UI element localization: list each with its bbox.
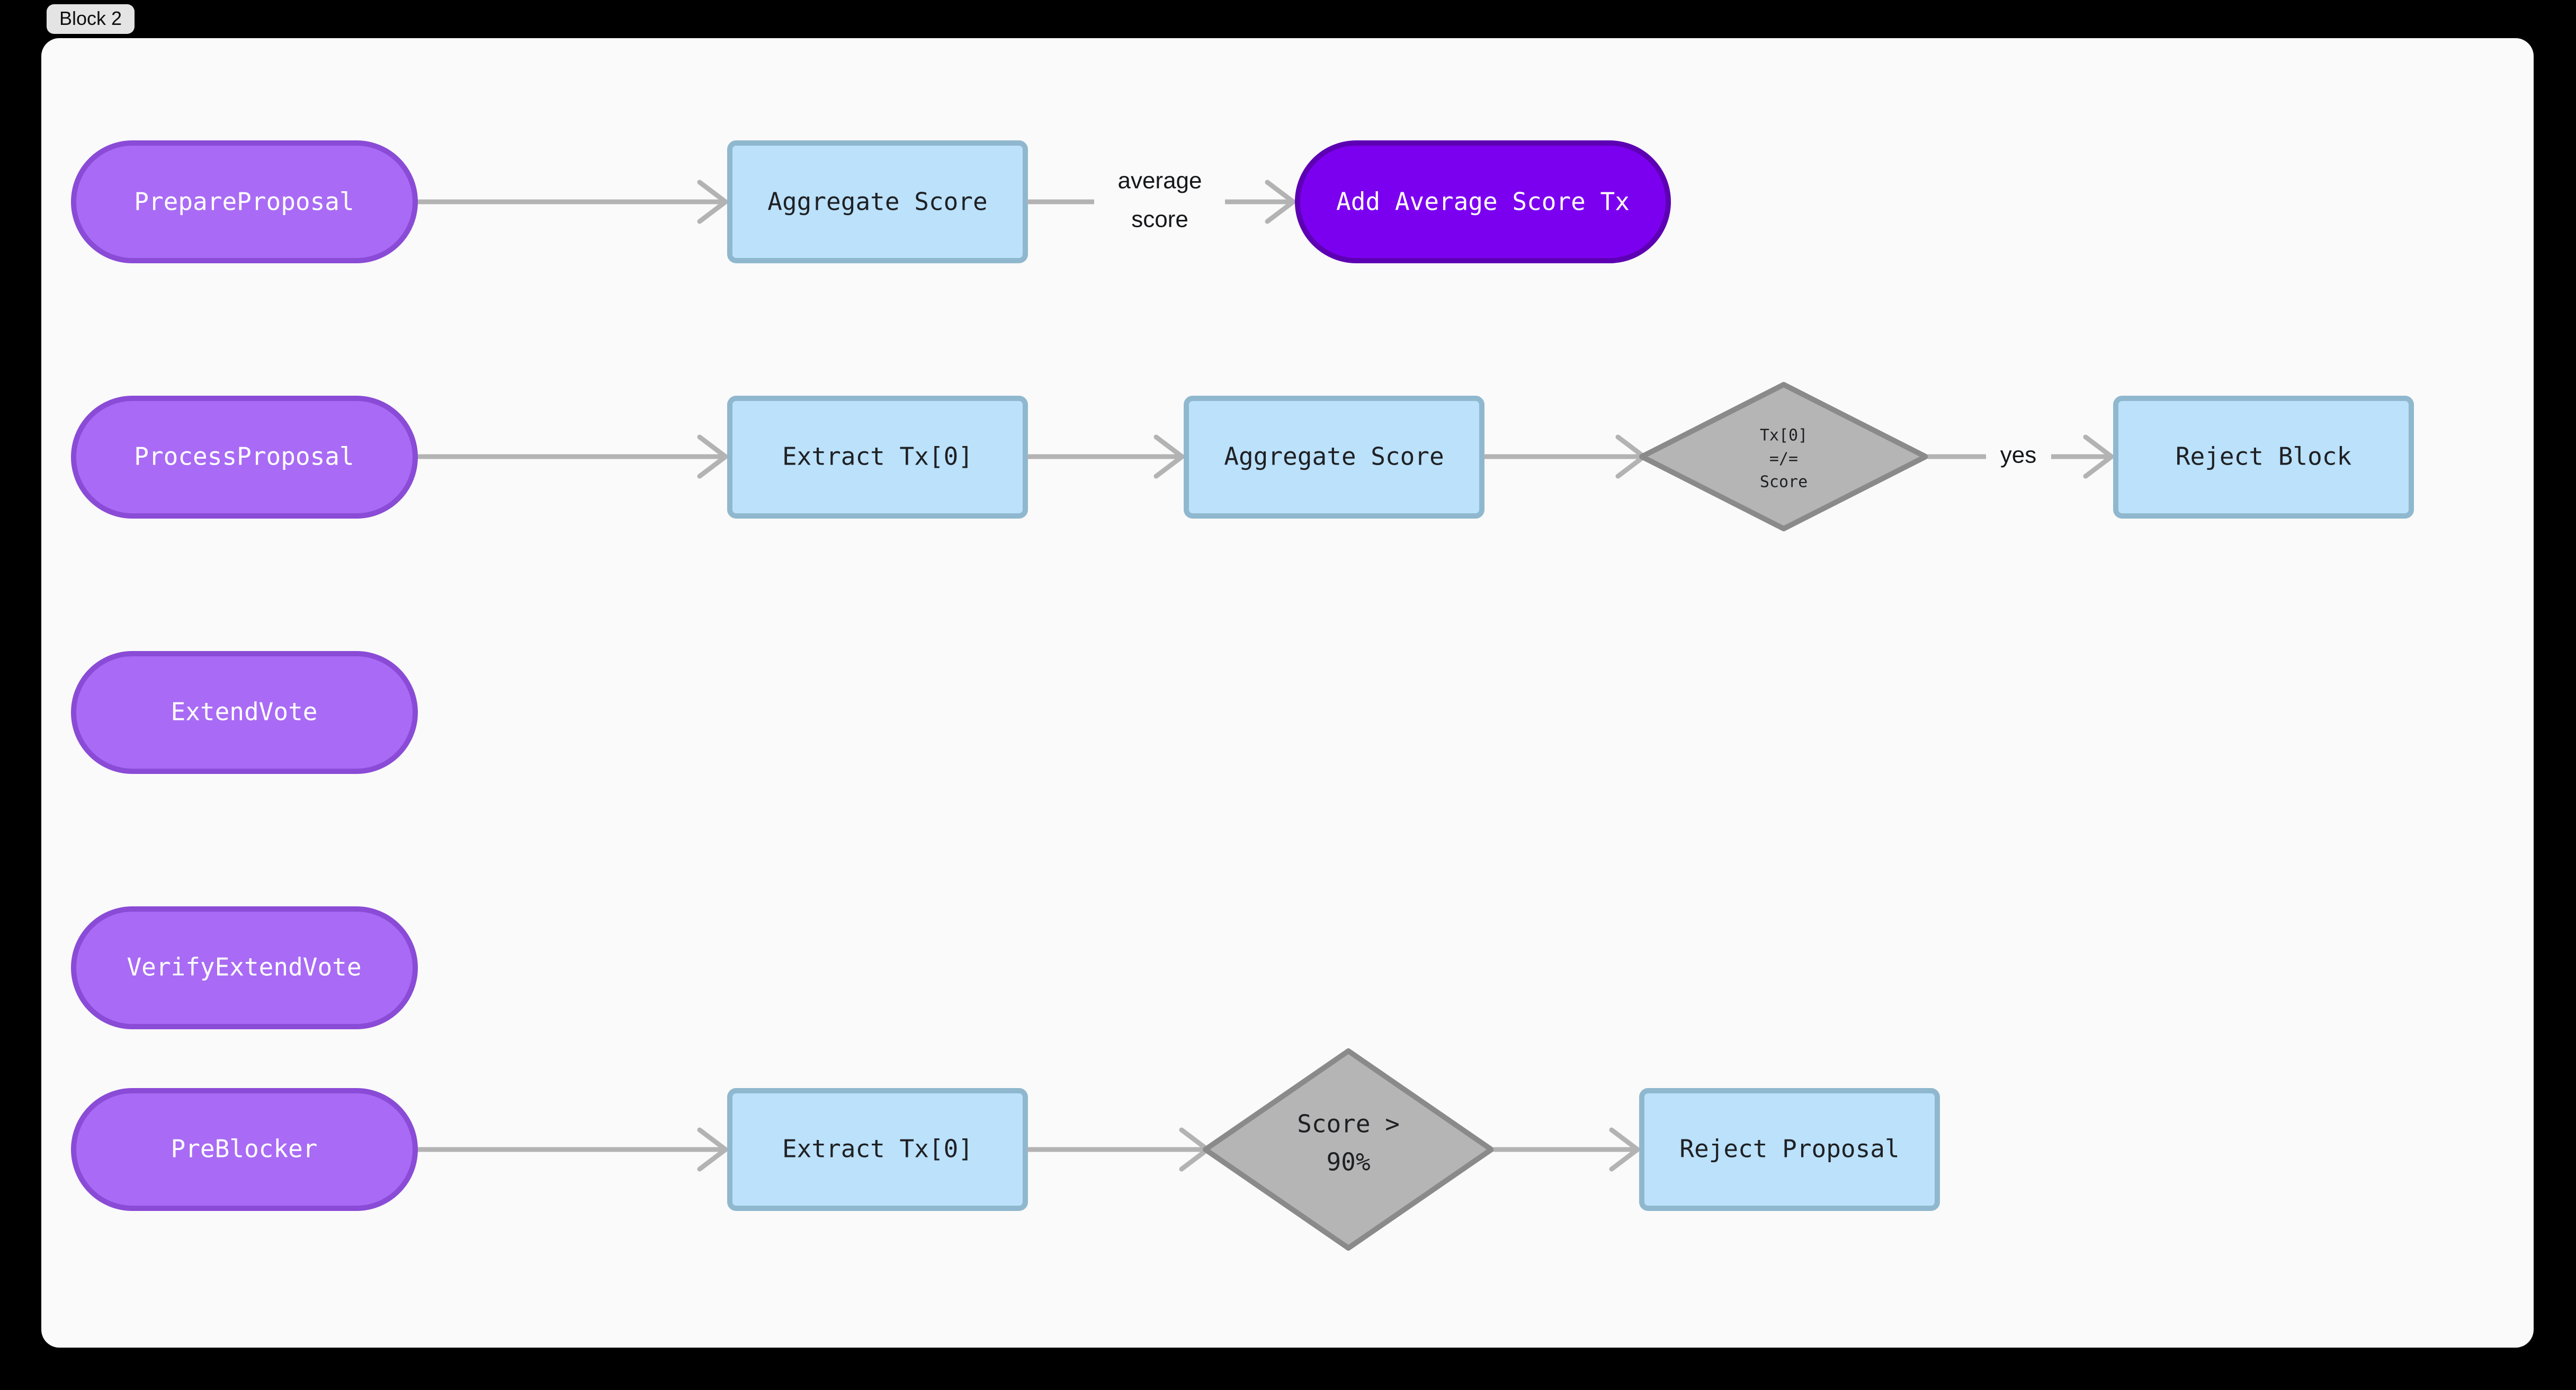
flowchart-canvas: PrepareProposal Aggregate Score average …: [71, 140, 2414, 1251]
node-verify-extend-vote[interactable]: VerifyExtendVote: [71, 906, 418, 1029]
node-tx-score-mismatch[interactable]: Tx[0] =/= Score: [1639, 382, 1928, 531]
add-average-score-tx-label: Add Average Score Tx: [1336, 188, 1630, 216]
edge-aggregate-to-diamond: [1484, 434, 1647, 479]
node-prepare-proposal[interactable]: PrepareProposal: [71, 140, 418, 263]
prepare-proposal-label: PrepareProposal: [134, 188, 354, 216]
tx-score-mismatch-line-2: =/=: [1769, 450, 1798, 468]
edge-preblocker-to-extract: [415, 1127, 728, 1172]
edge-score-to-reject: [1493, 1127, 1640, 1172]
aggregate-score-1-label: Aggregate Score: [767, 188, 987, 216]
node-add-average-score-tx[interactable]: Add Average Score Tx: [1295, 140, 1671, 263]
node-reject-block[interactable]: Reject Block: [2113, 396, 2414, 519]
node-extend-vote[interactable]: ExtendVote: [71, 651, 418, 774]
extend-vote-label: ExtendVote: [171, 698, 318, 726]
tx-score-mismatch-line-1: Tx[0]: [1760, 426, 1808, 445]
tab-block-2[interactable]: Block 2: [47, 4, 135, 34]
edge-extract-to-aggregate: [1027, 434, 1185, 479]
edge-label-average: average: [1117, 168, 1202, 194]
edge-label-score: score: [1131, 207, 1188, 233]
node-score-threshold[interactable]: Score > 90%: [1203, 1048, 1494, 1251]
node-preblocker[interactable]: PreBlocker: [71, 1088, 418, 1211]
tx-score-mismatch-line-3: Score: [1760, 473, 1808, 492]
node-extract-tx-2[interactable]: Extract Tx[0]: [727, 1088, 1028, 1211]
score-threshold-line-1: Score >: [1297, 1110, 1400, 1138]
score-threshold-line-2: 90%: [1326, 1148, 1370, 1177]
diagram-panel: PrepareProposal Aggregate Score average …: [41, 38, 2534, 1348]
reject-block-label: Reject Block: [2176, 442, 2351, 471]
edge-diamond-to-reject: yes: [1928, 434, 2114, 479]
edge-prepare-to-aggregate: [415, 180, 728, 224]
edge-label-yes: yes: [2000, 442, 2036, 468]
aggregate-score-2-label: Aggregate Score: [1224, 442, 1444, 471]
process-proposal-label: ProcessProposal: [134, 442, 354, 471]
verify-extend-vote-label: VerifyExtendVote: [127, 953, 361, 982]
node-reject-proposal[interactable]: Reject Proposal: [1639, 1088, 1940, 1211]
edge-process-to-extract: [415, 434, 728, 479]
reject-proposal-label: Reject Proposal: [1679, 1135, 1899, 1163]
edge-extract-to-score: [1027, 1127, 1210, 1172]
extract-tx-1-label: Extract Tx[0]: [782, 442, 973, 471]
node-aggregate-score-1[interactable]: Aggregate Score: [727, 140, 1028, 263]
node-process-proposal[interactable]: ProcessProposal: [71, 396, 418, 519]
extract-tx-2-label: Extract Tx[0]: [782, 1135, 973, 1163]
edge-label-average-score: average score: [1117, 168, 1202, 233]
node-aggregate-score-2[interactable]: Aggregate Score: [1184, 396, 1484, 519]
preblocker-label: PreBlocker: [171, 1135, 318, 1163]
edge-aggregate-to-addtx: [1027, 180, 1296, 224]
node-extract-tx-1[interactable]: Extract Tx[0]: [727, 396, 1028, 519]
